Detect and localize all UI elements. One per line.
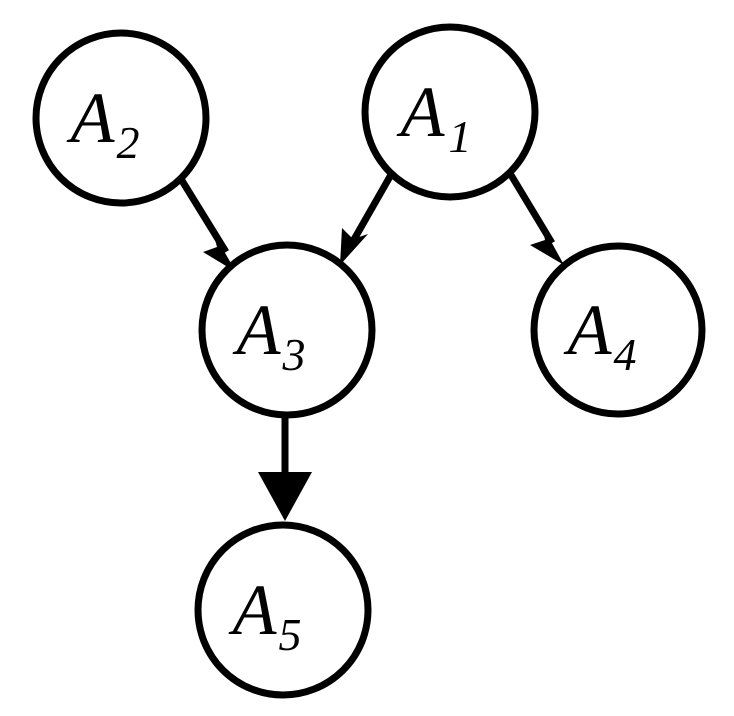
edge-a1-a4-arrowhead xyxy=(530,225,564,265)
node-a2-circle[interactable] xyxy=(32,29,210,207)
node-a5-label-subscript: 5 xyxy=(278,609,301,660)
node-a4-circle[interactable] xyxy=(530,242,706,418)
edge-a1-a3 xyxy=(340,171,396,265)
edge-a1-a3-line xyxy=(348,171,396,245)
node-a5[interactable]: A5 xyxy=(194,521,372,699)
node-a3-label-base: A xyxy=(233,290,282,370)
edge-a2-a3-arrowhead xyxy=(203,232,236,272)
node-a2-label-subscript: 2 xyxy=(116,117,139,168)
node-a5-label: A5 xyxy=(229,570,302,660)
node-layer: A2 A1 A3 A4 A5 xyxy=(32,23,706,699)
node-a5-circle[interactable] xyxy=(194,521,372,699)
node-a1[interactable]: A1 xyxy=(361,23,539,201)
edge-layer xyxy=(178,171,564,521)
edge-a1-a3-arrowhead xyxy=(340,228,368,265)
edge-a3-a5 xyxy=(258,414,312,521)
node-a4-label-subscript: 4 xyxy=(613,329,636,380)
node-a1-label-base: A xyxy=(397,72,446,152)
edge-a3-a5-arrowhead xyxy=(258,472,312,521)
edge-a2-a3-line xyxy=(178,177,229,254)
node-a1-circle[interactable] xyxy=(361,23,539,201)
node-a3-label-subscript: 3 xyxy=(281,329,305,380)
node-a3[interactable]: A3 xyxy=(198,241,376,419)
edge-a2-a3 xyxy=(178,177,236,272)
node-a1-label-subscript: 1 xyxy=(448,111,471,162)
edge-a1-a4 xyxy=(508,173,564,265)
node-a3-label: A3 xyxy=(233,290,306,380)
node-a5-label-base: A xyxy=(229,570,278,650)
node-a4-label: A4 xyxy=(564,290,637,380)
node-a4[interactable]: A4 xyxy=(530,242,706,418)
node-a1-label: A1 xyxy=(397,72,472,162)
node-a4-label-base: A xyxy=(564,290,613,370)
node-a2-label: A2 xyxy=(67,78,140,168)
node-a2[interactable]: A2 xyxy=(32,29,210,207)
node-a3-circle[interactable] xyxy=(198,241,376,419)
node-a2-label-base: A xyxy=(67,78,116,158)
